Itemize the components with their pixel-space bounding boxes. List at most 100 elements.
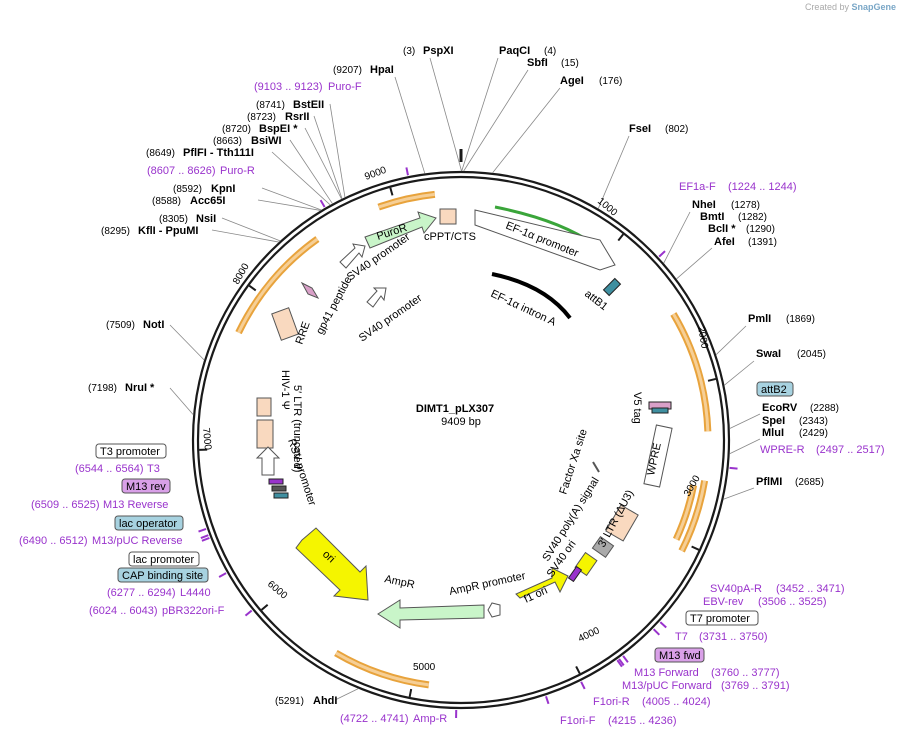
primer-coord: (3452 .. 3471) [776,583,845,595]
primer-coord: (6277 .. 6294) [107,587,176,599]
primer-coord: (3769 .. 3791) [721,680,790,692]
t7-promoter-box [685,610,759,626]
credit-prefix: Created by [804,2,849,12]
enzyme-coord: (2685) [795,477,824,488]
tick-label: 4000 [577,625,602,645]
enzyme-name: PflMI [756,476,782,488]
enzyme-leader-line [261,187,322,211]
lac-promoter-mark [273,492,289,499]
snapgene-credit: Created by SnapGene [805,2,896,12]
enzyme-leader-line [729,413,761,429]
enzyme-coord: (1282) [738,212,767,223]
enzyme-coord: (1391) [748,237,777,248]
enzyme-leader-line [257,199,321,211]
ltr5-box [256,419,274,449]
enzyme-name: PflFI - Tth111I [183,147,254,159]
enzyme-leader-line [394,76,426,174]
m13-rev-label: M13 rev [126,481,166,493]
plasmid-name: DIMT1_pLX307 [416,403,494,415]
enzyme-name: KflI - PpuMI [138,225,199,237]
orf-layer [235,190,712,689]
lac-operator-box [114,515,184,531]
enzyme-leader-line [597,135,630,209]
enzyme-labels: (3) PspXI PaqCI (4) SbfI (15) AgeI (176)… [88,45,839,707]
rre-label: RRE [294,320,313,346]
credit-brand: SnapGene [851,2,896,12]
orf-arc-fill [674,484,696,540]
cppt-box [439,208,457,225]
primer-name: M13 Forward [634,667,699,679]
primer-mark [545,695,550,705]
primer-name: Amp-R [413,713,447,725]
tick-layer [199,187,717,698]
primer-coord: (3731 .. 3750) [699,631,768,643]
enzyme-coord: (8741) [256,100,285,111]
ori-arrow [295,527,369,601]
ampr-label: AmpR [383,573,415,591]
primer-coord: (6509 .. 6525) [31,499,100,511]
enzyme-name: RsrII [285,111,309,123]
t7-promoter-label: T7 promoter [690,613,750,625]
primer-coord: (3506 .. 3525) [758,596,827,608]
enzyme-name: AgeI [560,75,584,87]
primer-coord: (6544 .. 6564) [75,463,144,475]
enzyme-leader-line [729,438,761,455]
enzyme-name: FseI [629,123,651,135]
ampr-promoter-label: AmpR promoter [448,570,527,598]
leader-layer [169,57,761,718]
orf-arc-fill [378,192,435,209]
primer-name: Puro-F [328,81,362,93]
primer-mark [729,466,738,470]
enzyme-coord: (1278) [731,200,760,211]
ltr5-label: 5′ LTR (truncated) [291,385,303,472]
m13-rev-box [121,478,171,494]
primer-mark [319,199,326,208]
attb2-label: attB2 [761,384,787,396]
enzyme-name: NsiI [196,213,216,225]
primer-name: F1ori-R [593,696,630,708]
tick-label: 8000 [231,261,252,286]
primer-name: EBV-rev [703,596,744,608]
enzyme-coord: (8649) [146,148,175,159]
enzyme-coord: (8588) [152,196,181,207]
tick-label: 6000 [265,579,289,602]
enzyme-coord: (8592) [173,184,202,195]
primer-mark [658,250,666,258]
enzyme-leader-line [271,151,331,206]
enzyme-coord: (5291) [275,696,304,707]
cppt-label: cPPT/CTS [424,231,476,243]
enzyme-coord: (802) [665,124,688,135]
primer-mark [622,655,629,663]
enzyme-leader-line [313,115,343,199]
primer-coord: (6490 .. 6512) [19,535,88,547]
primer-coord: (4722 .. 4741) [340,713,409,725]
primer-name: pBR322ori-F [162,605,225,617]
gp41-label: gp41 peptide [314,275,354,337]
m13-fwd-box [654,647,705,663]
primer-mark [652,628,661,636]
primer-coord: (4215 .. 4236) [608,715,677,727]
enzyme-coord: (8723) [247,112,276,123]
enzyme-coord: (176) [599,76,622,87]
primer-mark [616,659,623,668]
primer-coord: (3760 .. 3777) [711,667,780,679]
t3-promoter-label: T3 promoter [100,446,160,458]
cap-site-mark [271,485,287,492]
enzyme-name: NruI * [125,382,155,394]
enzyme-name: BsiWI [251,135,282,147]
ampr-promoter-arrow [487,602,501,618]
sv40-polya-box [591,535,615,559]
cap-binding-site-box [117,567,209,583]
enzyme-name: HpaI [370,64,394,76]
primer-name: SV40pA-R [710,583,762,595]
primer-name: F1ori-F [560,715,596,727]
tick-mark [389,187,394,196]
enzyme-leader-line [169,324,205,361]
ef1a-promoter-arrow [474,209,616,271]
plasmid-size: 9409 bp [441,416,481,428]
primer-mark [405,167,409,176]
ltr3-box [605,504,639,542]
primer-name: L4440 [180,587,211,599]
primer-name: T7 [675,631,688,643]
lac-operator-label: lac operator [119,518,177,530]
